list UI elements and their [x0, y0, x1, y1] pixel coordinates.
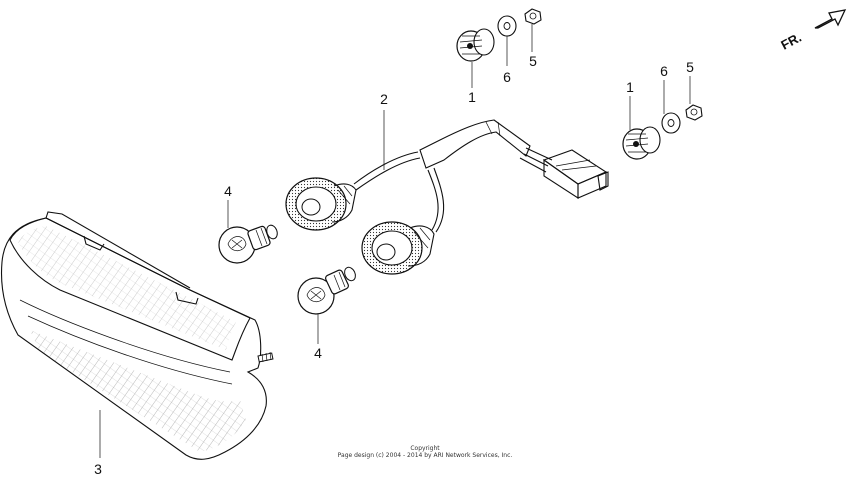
front-direction-indicator: FR.	[778, 9, 847, 53]
front-direction-label: FR.	[778, 30, 804, 53]
socket-lower	[361, 221, 435, 275]
callout-part-4: 4	[314, 345, 322, 361]
washer-right	[661, 112, 681, 134]
callout-part-6: 6	[503, 69, 511, 85]
taillight-lens-assembly	[1, 211, 274, 460]
nut-upper	[524, 8, 542, 25]
callout-labels: 1 1 2 3 4 4 5 5 6 6	[94, 53, 694, 477]
callout-part-2: 2	[380, 91, 388, 107]
harness-connector	[542, 149, 609, 200]
washer-upper	[497, 15, 517, 37]
callout-part-1: 1	[626, 79, 634, 95]
grommet-upper	[456, 28, 495, 62]
callout-part-5: 5	[686, 59, 694, 75]
mounting-stud	[257, 351, 274, 363]
callout-part-3: 3	[94, 461, 102, 477]
callout-part-4: 4	[224, 183, 232, 199]
copyright-label: Copyright	[410, 445, 440, 452]
callout-part-6: 6	[660, 63, 668, 79]
socket-upper	[285, 177, 357, 231]
nut-right	[685, 104, 703, 121]
callout-part-5: 5	[529, 53, 537, 69]
bulb-lower	[297, 266, 356, 315]
leader-lines	[99, 24, 691, 458]
socket-harness	[285, 119, 609, 275]
grommet-right	[622, 126, 661, 160]
arrow-icon	[814, 9, 847, 29]
copyright-notice: Page design (c) 2004 - 2014 by ARI Netwo…	[337, 452, 513, 459]
bulb-upper	[218, 224, 278, 264]
callout-part-1: 1	[468, 89, 476, 105]
